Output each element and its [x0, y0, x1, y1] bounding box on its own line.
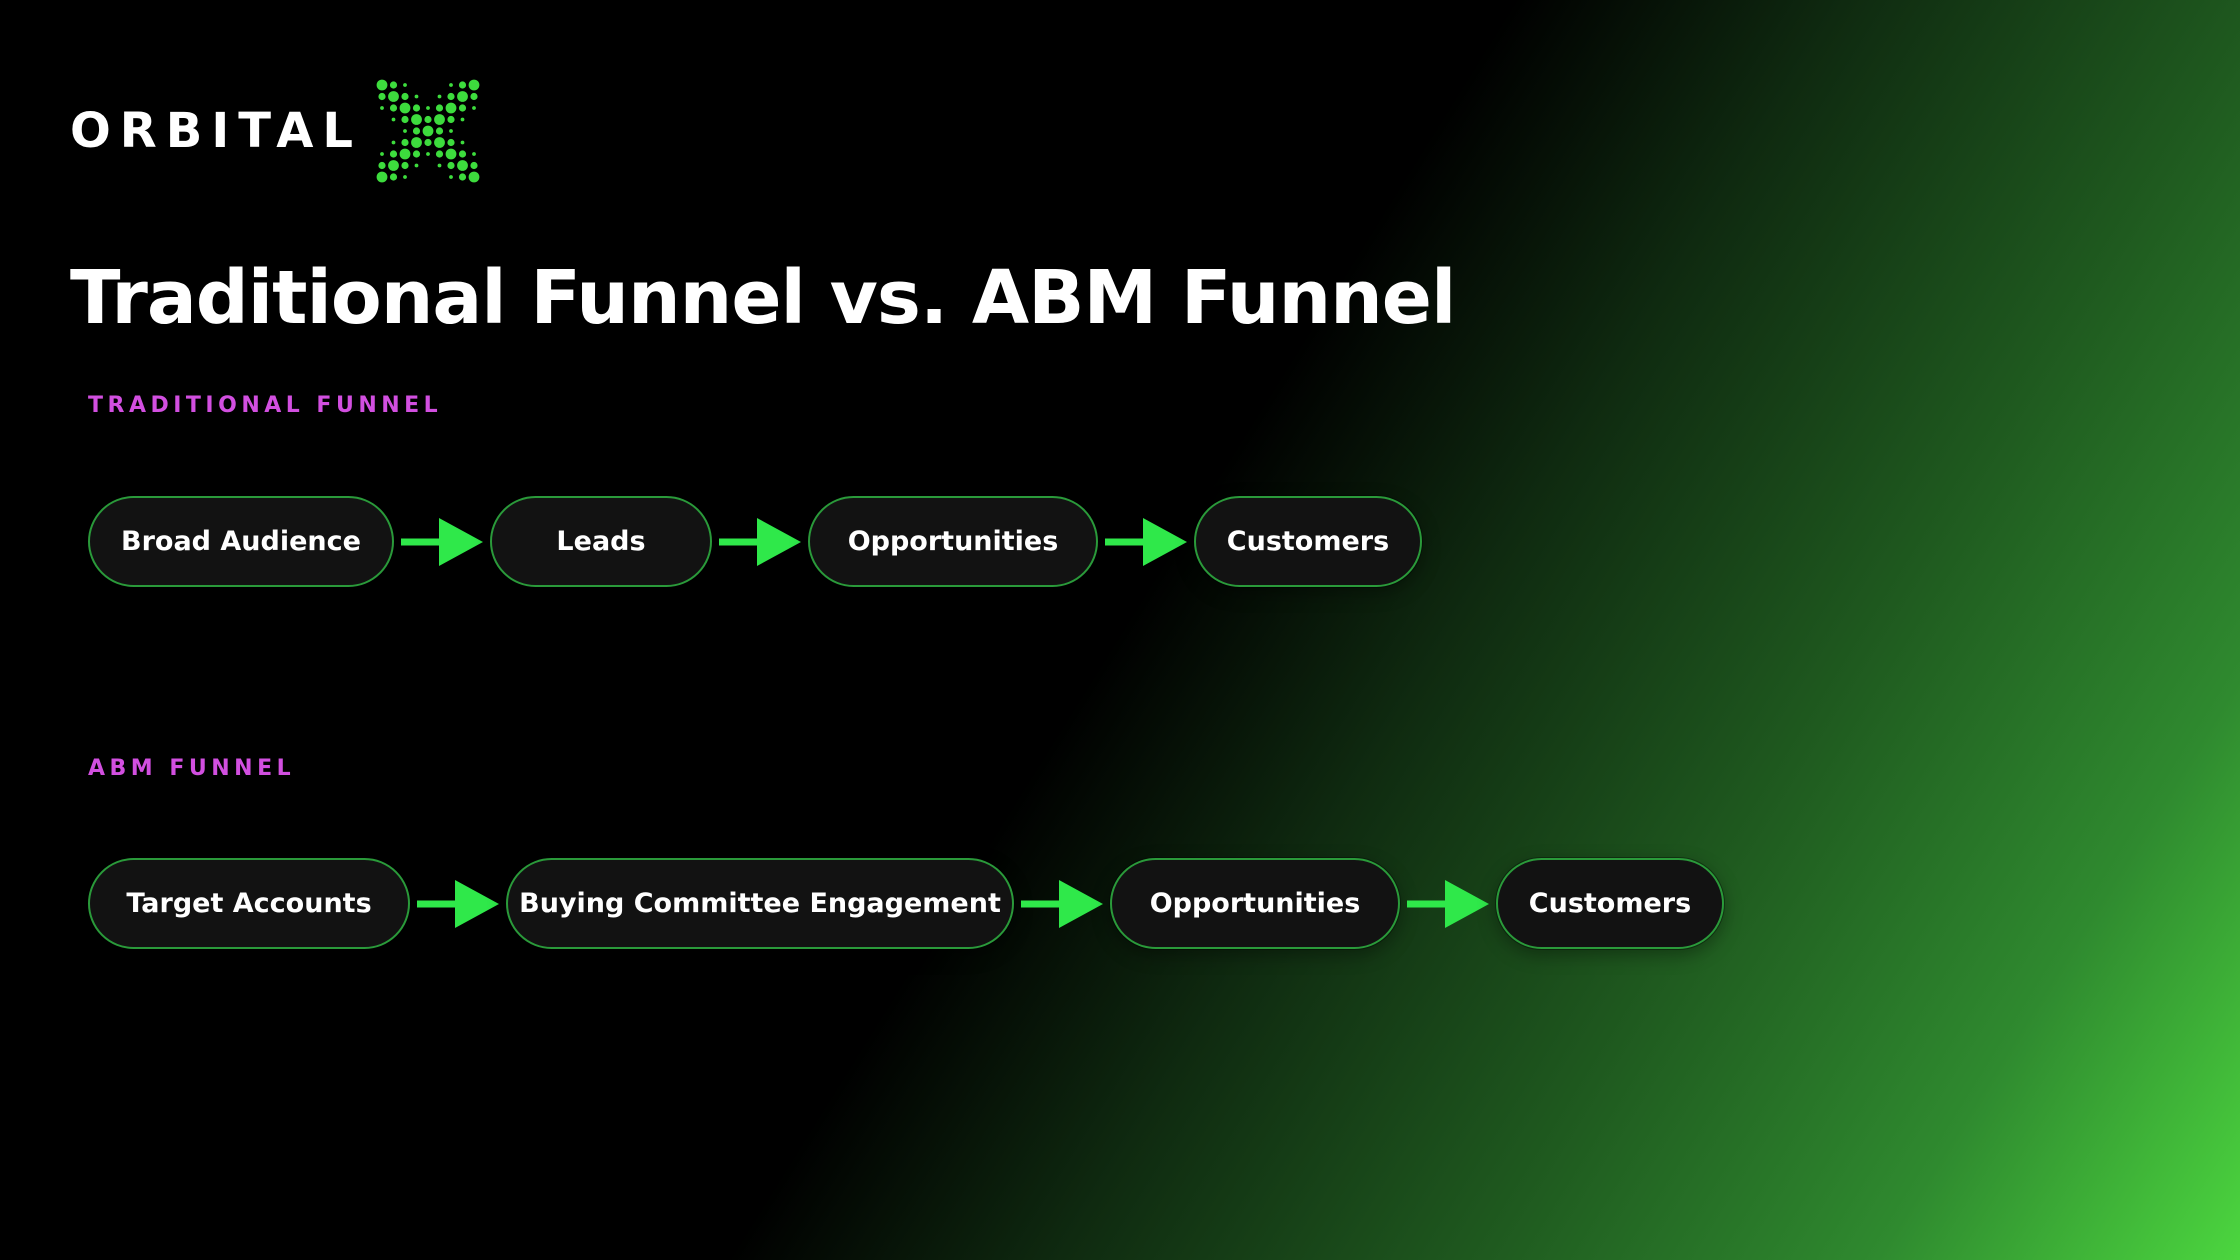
traditional-stage-pill: Broad Audience — [88, 496, 394, 587]
arrow-right-icon — [410, 858, 506, 949]
logo-wordmark: ORBITAL — [70, 103, 362, 159]
traditional-funnel-flow: Broad Audience Leads Opportunities Custo… — [88, 496, 1422, 587]
arrow-right-icon — [1098, 496, 1194, 587]
arrow-right-icon — [394, 496, 490, 587]
traditional-funnel-label: TRADITIONAL FUNNEL — [88, 393, 443, 418]
slide-title: Traditional Funnel vs. ABM Funnel — [70, 255, 1456, 341]
abm-funnel-label: ABM FUNNEL — [88, 756, 296, 781]
abm-stage-pill: Opportunities — [1110, 858, 1400, 949]
arrow-right-icon — [1014, 858, 1110, 949]
arrow-right-icon — [1400, 858, 1496, 949]
logo: ORBITAL — [70, 76, 480, 186]
abm-stage-pill: Buying Committee Engagement — [506, 858, 1014, 949]
dotted-x-logo-icon — [376, 79, 480, 183]
arrow-right-icon — [712, 496, 808, 587]
traditional-stage-pill: Leads — [490, 496, 712, 587]
abm-funnel-flow: Target Accounts Buying Committee Engagem… — [88, 858, 1724, 949]
traditional-stage-pill: Opportunities — [808, 496, 1098, 587]
abm-stage-pill: Target Accounts — [88, 858, 410, 949]
traditional-stage-pill: Customers — [1194, 496, 1422, 587]
abm-stage-pill: Customers — [1496, 858, 1724, 949]
